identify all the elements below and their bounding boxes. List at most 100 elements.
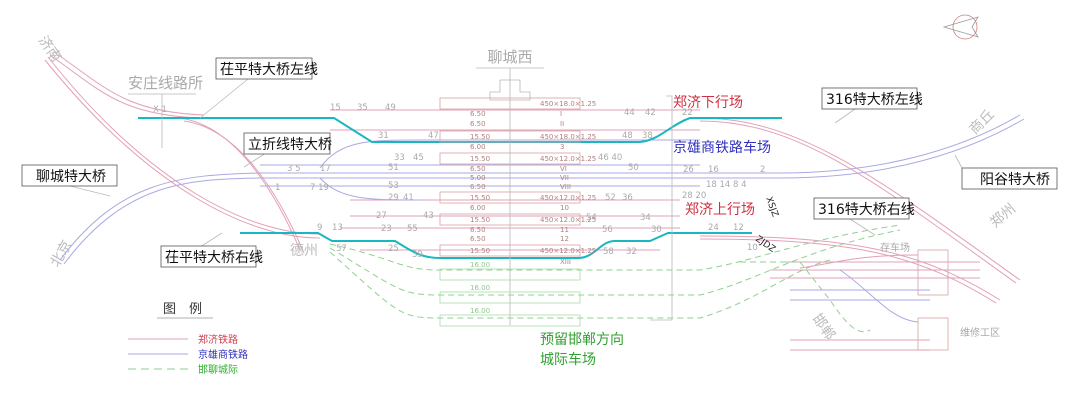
- switch-number: 26: [683, 165, 694, 175]
- switch-number: 9: [317, 223, 322, 233]
- switch-number: 29: [388, 193, 399, 203]
- bridge-liaocheng: 聊城特大桥: [36, 169, 106, 185]
- switch-number: 30: [651, 225, 662, 235]
- switch-number: 18 14 8 4: [706, 180, 747, 190]
- platform-spec: 450×12.0×1.25: [540, 155, 596, 163]
- track-number: II: [560, 120, 564, 128]
- platform-width: 15.50: [470, 247, 490, 255]
- switch-number: 24: [708, 223, 719, 233]
- direction-jinan: 济南: [35, 33, 64, 65]
- track-number: 11: [560, 226, 569, 234]
- switch-number: 39: [412, 250, 423, 260]
- switch-number: 43: [423, 211, 434, 221]
- direction-beijing: 北京: [48, 238, 76, 270]
- bridge-yanggu: 阳谷特大桥: [980, 172, 1050, 188]
- legend-title: 图 例: [163, 302, 202, 317]
- platform-width: 15.50: [470, 155, 490, 163]
- yard-zhengji-down: 郑济下行场: [673, 95, 743, 111]
- switch-number: 49: [385, 103, 396, 113]
- track-width: 16.00: [470, 261, 490, 269]
- switch-number: 16: [708, 165, 719, 175]
- track-number: XIII: [560, 258, 571, 266]
- switch-number: 34: [640, 213, 651, 223]
- legend-item-zhengji: 郑济铁路: [198, 333, 238, 346]
- switch-number: 44: [624, 108, 635, 118]
- mark-xsjz: XSJZ: [763, 196, 779, 219]
- yard-storage: 存车场: [880, 241, 910, 254]
- switch-number: 32: [626, 247, 637, 257]
- switch-number: 17: [320, 164, 331, 174]
- bridge-lizhe: 立折线特大桥: [248, 137, 332, 153]
- switch-number: 54: [586, 213, 597, 223]
- bridge-callouts: 茌平特大桥左线 立折线特大桥 聊城特大桥 茌平特大桥右线 316特大桥左线 31…: [21, 57, 1058, 268]
- bridge-line-lower: [240, 232, 752, 259]
- legend-item-hanliao: 邯聊城际: [198, 363, 238, 376]
- bridge-316-right: 316特大桥右线: [818, 202, 915, 218]
- switch-number: 42: [645, 108, 656, 118]
- platform-spec: 450×18.0×1.25: [540, 100, 596, 108]
- bridge-zp-right: 茌平特大桥右线: [165, 250, 263, 266]
- yard-zhengji-up: 郑济上行场: [685, 202, 755, 218]
- yard-maintenance: 维修工区: [960, 326, 1000, 339]
- track-width: 6.00: [470, 204, 486, 212]
- legend: 图 例 郑济铁路 京雄商铁路 邯聊城际: [128, 302, 248, 376]
- switch-number: 36: [622, 193, 633, 203]
- track-width: 6.50: [470, 120, 486, 128]
- station-building: [476, 67, 673, 325]
- track-number: I: [560, 110, 562, 118]
- switch-number: 55: [407, 224, 418, 234]
- platform-width: 15.50: [470, 133, 490, 141]
- track-number: VI: [560, 165, 567, 173]
- track-width: 6.50: [470, 183, 486, 191]
- platform-spec: 450×12.0×1.25: [540, 194, 596, 202]
- yard-reserved-line2: 城际车场: [540, 351, 596, 368]
- switch-number: 58: [603, 247, 614, 257]
- switch-number: 31: [378, 131, 389, 141]
- track-number: 12: [560, 235, 569, 243]
- station-name: 聊城西: [487, 48, 532, 66]
- switch-number: 56: [602, 225, 613, 235]
- switch-number: 1: [275, 183, 280, 193]
- direction-shangqiu: 商丘: [967, 107, 998, 138]
- switch-number: 57: [336, 244, 347, 254]
- switch-number: 10: [747, 243, 758, 253]
- switch-number: 28 20: [682, 191, 706, 201]
- switch-number: 46 40: [598, 153, 622, 163]
- track-width: 6.50: [470, 235, 486, 243]
- switch-number: 51: [388, 163, 399, 173]
- switch-number: 53: [388, 181, 399, 191]
- bridge-zp-left: 茌平特大桥左线: [220, 62, 318, 78]
- switch-number: 41: [403, 193, 414, 203]
- platform-spec: 450×12.0×1.25: [540, 247, 596, 255]
- track-labels: 6.50 I 6.50 II 6.00 3 6.50 VI 5.00 VII 6…: [470, 110, 571, 315]
- track-width: 6.50: [470, 110, 486, 118]
- track-width: 6.50: [470, 226, 486, 234]
- switch-number: 12: [733, 223, 744, 233]
- platform-spec: 450×18.0×1.25: [540, 133, 596, 141]
- switch-number: 7 19: [310, 183, 329, 193]
- switch-number: 13: [332, 223, 343, 233]
- junction-name: 安庄线路所: [128, 74, 203, 92]
- direction-zhengzhou: 郑州: [987, 201, 1019, 231]
- yard-jingxiongshang: 京雄商铁路车场: [673, 139, 771, 156]
- platform-width: 15.50: [470, 216, 490, 224]
- junction-mark: X-1: [153, 105, 167, 115]
- bridge-316-left: 316特大桥左线: [826, 92, 923, 108]
- storage-maintenance-sidings: [799, 249, 949, 351]
- switch-number: 48: [622, 131, 633, 141]
- switch-number: 23: [381, 224, 392, 234]
- track-width: 6.50: [470, 165, 486, 173]
- legend-item-jingxiongshang: 京雄商铁路: [198, 348, 248, 361]
- switch-number: 45: [413, 153, 424, 163]
- yard-reserved-line1: 预留邯郸方向: [540, 332, 624, 348]
- track-width: 16.00: [470, 284, 490, 292]
- platform-width: 15.50: [470, 194, 490, 202]
- hanliao-intercity-tracks: [329, 224, 901, 333]
- switch-numbers: 15 35 49 31 47 33 45 44 42 48 38 46 40 5…: [275, 103, 765, 260]
- platforms: [439, 97, 581, 327]
- switch-number: 38: [642, 131, 653, 141]
- switch-number: 35: [357, 103, 368, 113]
- jingxiongshang-railway-tracks: [59, 114, 1025, 301]
- track-width: 6.00: [470, 143, 486, 151]
